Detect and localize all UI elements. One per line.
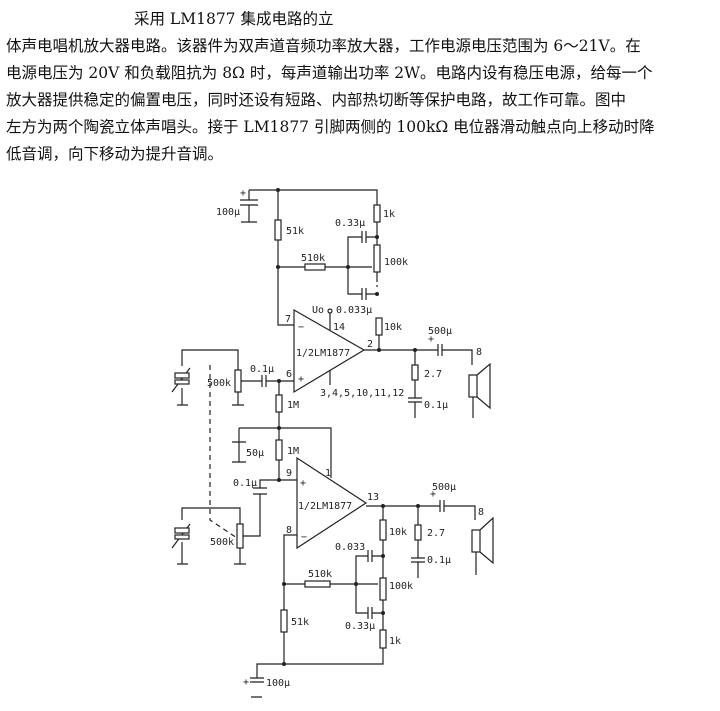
- label: 1M: [287, 446, 299, 457]
- label: 2.7: [427, 528, 445, 539]
- potentiometer-500k: [234, 369, 242, 393]
- label: 2: [367, 339, 373, 350]
- label: 3,4,5,10,11,12: [320, 388, 404, 399]
- label: 2.7: [424, 369, 442, 380]
- resistor-2-7: [414, 524, 422, 541]
- resistor-51k: [274, 219, 282, 241]
- label: 100k: [389, 581, 413, 592]
- label: 500μ: [428, 326, 452, 337]
- label: 9: [286, 468, 292, 479]
- text-line: 电源电压为 20V 和负载阻抗为 8Ω 时，每声道输出功率 2W。电路内设有稳压…: [6, 64, 653, 82]
- label: 0.033: [335, 542, 365, 553]
- label: 500μ: [432, 482, 456, 493]
- label: 1k: [383, 209, 395, 220]
- label: 0.1μ: [250, 364, 274, 375]
- label: 0.1μ: [427, 555, 451, 566]
- description-paragraph: 采用 LM1877 集成电路的立 体声电唱机放大器电路。该器件为双声道音频功率放…: [6, 6, 718, 168]
- text-line: 低音调，向下移动为提升音调。: [6, 145, 224, 163]
- label: 500k: [207, 378, 231, 389]
- label: 0.1μ: [424, 400, 448, 411]
- label: 510k: [308, 569, 332, 580]
- opamp-bottom: [296, 456, 368, 550]
- label: 510k: [301, 253, 325, 264]
- label: +: [243, 677, 249, 688]
- speaker-icon: [468, 362, 491, 418]
- label: 0.1μ: [233, 478, 257, 489]
- resistor-2-7: [411, 364, 419, 381]
- bottom-channel: 50μ 1M 1/2LM1877 9 1 + 8 − 0.1μ 500k 13: [171, 426, 494, 698]
- label: 100μ: [266, 678, 290, 689]
- label: 10k: [384, 322, 402, 333]
- label: 50μ: [246, 448, 264, 459]
- potentiometer-100k: [373, 244, 381, 273]
- resistor-510k: [304, 580, 331, 588]
- ganged-pot-link: [209, 365, 241, 541]
- pickup-cartridge-icon: [171, 507, 241, 565]
- label: +: [430, 489, 436, 500]
- opamp-top: [293, 308, 366, 394]
- label: 500k: [210, 537, 234, 548]
- label: 0.33μ: [335, 218, 365, 229]
- label: Uo: [312, 305, 324, 316]
- label: 0.33μ: [345, 621, 375, 632]
- label: 8: [476, 347, 482, 358]
- label: 8: [286, 525, 292, 536]
- label: 100μ: [216, 207, 240, 218]
- label: 51k: [286, 226, 304, 237]
- resistor-51k: [280, 609, 288, 633]
- text-line: 体声电唱机放大器电路。该器件为双声道音频功率放大器，工作电源电压范围为 6～21…: [6, 37, 641, 55]
- label: 1M: [287, 400, 299, 411]
- label: 7: [285, 314, 291, 325]
- text-line: 采用 LM1877 集成电路的立: [134, 10, 334, 28]
- resistor-1m: [275, 394, 283, 413]
- text-line: 左方为两个陶瓷立体声唱头。接于 LM1877 引脚两侧的 100kΩ 电位器滑动…: [6, 118, 655, 136]
- top-channel: + 100μ 51k 510k 0.33μ 1k 100k 1/2LM1877 …: [171, 188, 491, 541]
- label: +: [298, 374, 304, 385]
- pickup-cartridge-icon: [171, 349, 239, 406]
- potentiometer-100k: [379, 577, 387, 601]
- label: 14: [333, 322, 345, 333]
- resistor-1k: [373, 204, 381, 223]
- resistor-10k: [375, 317, 383, 336]
- label: −: [298, 322, 304, 333]
- label: +: [428, 334, 434, 345]
- label: −: [301, 532, 307, 543]
- label: 13: [367, 492, 379, 503]
- label: 51k: [291, 617, 309, 628]
- label: +: [240, 188, 246, 199]
- label: 0.033μ: [336, 305, 372, 316]
- resistor-1m: [275, 439, 283, 461]
- label: 6: [286, 369, 292, 380]
- resistor-510k: [304, 263, 326, 271]
- label: 100k: [384, 257, 408, 268]
- potentiometer-500k: [236, 523, 244, 549]
- label: 1: [325, 468, 331, 479]
- label: 1/2LM1877: [296, 348, 350, 359]
- resistor-10k: [379, 519, 387, 541]
- label: 1k: [389, 636, 401, 647]
- label: +: [300, 478, 306, 489]
- label: 10k: [389, 527, 407, 538]
- label: 1/2LM1877: [298, 501, 352, 512]
- label: 8: [478, 507, 484, 518]
- speaker-icon: [471, 516, 494, 575]
- text-line: 放大器提供稳定的偏置电压，同时还设有短路、内部热切断等保护电路，故工作可靠。图中: [6, 91, 627, 109]
- resistor-1k: [379, 629, 387, 649]
